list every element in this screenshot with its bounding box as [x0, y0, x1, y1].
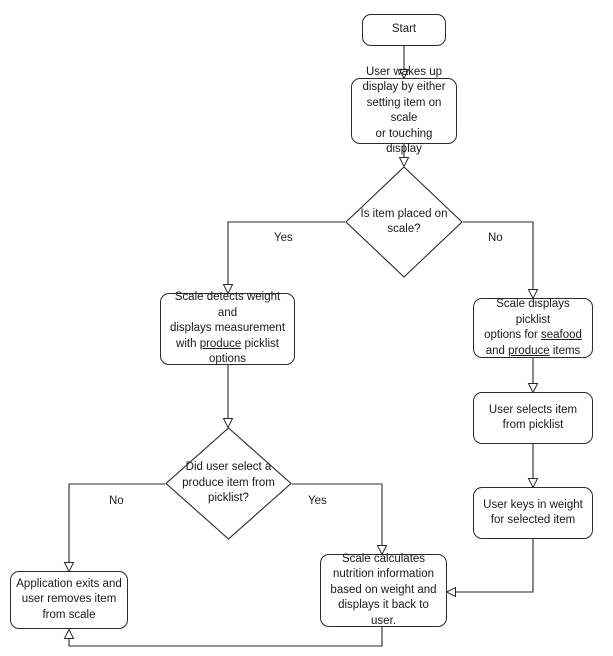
node-application-exits[interactable]: Application exits and user removes item …: [10, 571, 128, 629]
node-user-selects-item-label: User selects item from picklist: [488, 403, 578, 432]
node-produce-item-decision[interactable]: Did user select a produce item from pick…: [165, 427, 292, 540]
node-user-keys-weight[interactable]: User keys in weight for selected item: [473, 487, 593, 539]
edge-produce-yes-to-scale-calculates: [292, 483, 382, 554]
diamond-shape: [345, 166, 463, 278]
node-scale-displays-picklist-label: Scale displays picklist options for seaf…: [484, 298, 582, 357]
node-start-label: Start: [391, 23, 417, 36]
diamond-shape: [165, 427, 292, 540]
node-user-keys-weight-label: User keys in weight for selected item: [483, 498, 583, 527]
node-item-placed-decision-label: Is item placed on scale?: [360, 207, 448, 236]
node-produce-item-decision-label: Did user select a produce item from pick…: [182, 461, 275, 505]
edge-produce-no-to-application-exits: [69, 483, 165, 571]
edge-label-item-placed-no: No: [486, 231, 505, 245]
edge-keys-weight-to-scale-calculates: [447, 539, 534, 592]
node-application-exits-label: Application exits and user removes item …: [16, 577, 122, 621]
edge-decision-no-to-picklist: [463, 221, 533, 298]
edge-label-item-placed-yes: Yes: [272, 231, 295, 245]
node-wake-display[interactable]: User wakes up display by either setting …: [351, 66, 457, 155]
underlined-seafood: seafood: [540, 329, 582, 341]
node-scale-calculates[interactable]: Scale calculates nutrition information b…: [320, 552, 447, 627]
node-scale-detects[interactable]: Scale detects weight and displays measur…: [160, 291, 295, 366]
node-scale-detects-label: Scale detects weight and displays measur…: [169, 291, 286, 366]
edge-label-produce-yes: Yes: [306, 494, 329, 508]
node-wake-display-label: User wakes up display by either setting …: [362, 65, 446, 156]
node-user-selects-item[interactable]: User selects item from picklist: [473, 392, 593, 444]
node-scale-calculates-label: Scale calculates nutrition information b…: [330, 552, 437, 627]
edge-decision-yes-to-scale-detects: [228, 221, 345, 293]
edge-label-produce-no: No: [107, 494, 126, 508]
node-item-placed-decision[interactable]: Is item placed on scale?: [345, 166, 463, 278]
node-start[interactable]: Start: [362, 14, 446, 46]
underlined-produce: produce: [199, 337, 242, 350]
underlined-produce-2: produce: [508, 344, 550, 357]
edge-scale-calculates-to-application-exits: [69, 627, 383, 647]
node-scale-displays-picklist[interactable]: Scale displays picklist options for seaf…: [473, 298, 593, 358]
